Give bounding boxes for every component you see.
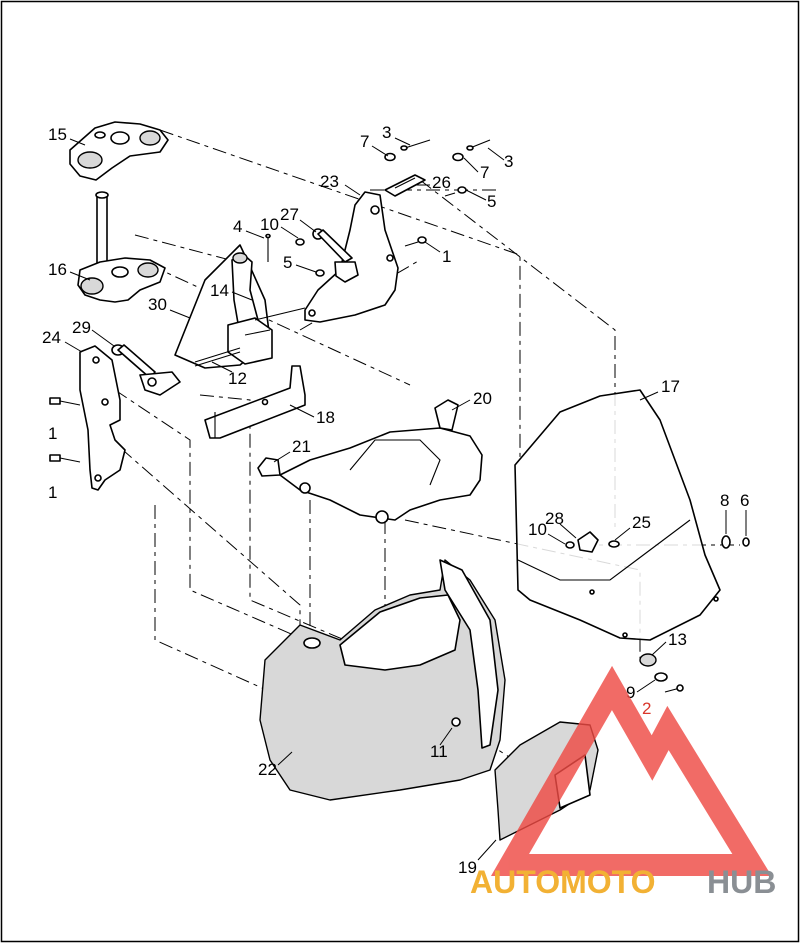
callout-30: 30: [148, 295, 167, 314]
callout-3: 3: [504, 152, 513, 171]
screw-part: [664, 684, 684, 693]
link-rod-part: [312, 228, 359, 283]
callout-29: 29: [72, 318, 91, 337]
callout-22: 22: [258, 760, 277, 779]
callout-26: 26: [432, 173, 451, 192]
callout-20: 20: [473, 389, 492, 408]
outer-fairing-part: [259, 559, 506, 801]
callout-8: 8: [720, 491, 729, 510]
nut-part: [565, 541, 575, 549]
bolt-part: [49, 397, 81, 406]
lower-bracket-part: [204, 365, 306, 439]
callout-9: 9: [626, 683, 635, 702]
washer-part: [654, 672, 668, 682]
mount-boss-part: [577, 531, 599, 553]
callout-10: 10: [528, 520, 547, 539]
watermark-logo: [490, 665, 772, 876]
callout-23: 23: [320, 172, 339, 191]
linkage-arm-part: [111, 344, 181, 396]
callout-10: 10: [260, 215, 279, 234]
callout-25: 25: [632, 513, 651, 532]
upper-fork-bracket-part: [69, 121, 169, 181]
callout-labels: 15 16 30 24 29 1 1 4 10 27 5 14 12 18 7 …: [42, 123, 749, 877]
callout-19: 19: [458, 858, 477, 877]
screw-part: [742, 537, 750, 547]
callout-6: 6: [740, 491, 749, 510]
nut-part: [295, 238, 305, 246]
slotted-bracket-part: [384, 174, 426, 197]
callout-28: 28: [545, 509, 564, 528]
windshield-part: [514, 389, 721, 641]
left-bracket-part: [79, 345, 126, 491]
callout-7: 7: [360, 132, 369, 151]
callout-24: 24: [42, 328, 61, 347]
callout-11: 11: [430, 742, 448, 761]
bolt-part: [466, 139, 491, 151]
bolt-part: [400, 139, 431, 151]
callout-18: 18: [316, 408, 335, 427]
inner-fairing-part: [279, 399, 483, 524]
washer-part: [721, 535, 731, 549]
callout-5: 5: [487, 192, 496, 211]
lower-fork-bracket-part: [77, 257, 166, 303]
callout-2: 2: [642, 699, 651, 718]
callout-21: 21: [292, 437, 311, 456]
callout-7: 7: [480, 163, 489, 182]
callout-5: 5: [283, 253, 292, 272]
callout-13: 13: [668, 630, 687, 649]
callout-27: 27: [280, 205, 299, 224]
screw-part: [315, 269, 325, 277]
callout-12: 12: [228, 369, 247, 388]
washer-part: [608, 540, 620, 548]
cap-part: [257, 457, 281, 477]
callout-16: 16: [48, 260, 67, 279]
leader-lines: [64, 137, 747, 861]
pin-part: [265, 233, 271, 262]
callout-3: 3: [382, 123, 391, 142]
callout-14: 14: [210, 281, 229, 300]
watermark-text-primary: AUTOMOTO: [470, 864, 655, 900]
callout-1: 1: [48, 483, 57, 502]
watermark-text-secondary: HUB: [707, 864, 776, 900]
watermark-triangle-icon: [490, 665, 772, 876]
washer-part: [452, 152, 464, 162]
callout-17: 17: [661, 377, 680, 396]
screw-part: [444, 186, 467, 197]
adjuster-shaft-part: [194, 307, 306, 367]
fork-stem-part: [95, 191, 109, 269]
callout-15: 15: [48, 125, 67, 144]
callout-1: 1: [442, 247, 451, 266]
callout-4: 4: [233, 217, 242, 236]
bolt-part: [49, 454, 81, 463]
bolt-part: [404, 236, 427, 247]
adjuster-motor-part: [227, 317, 273, 365]
callout-1: 1: [48, 424, 57, 443]
grommet-part: [639, 653, 657, 667]
